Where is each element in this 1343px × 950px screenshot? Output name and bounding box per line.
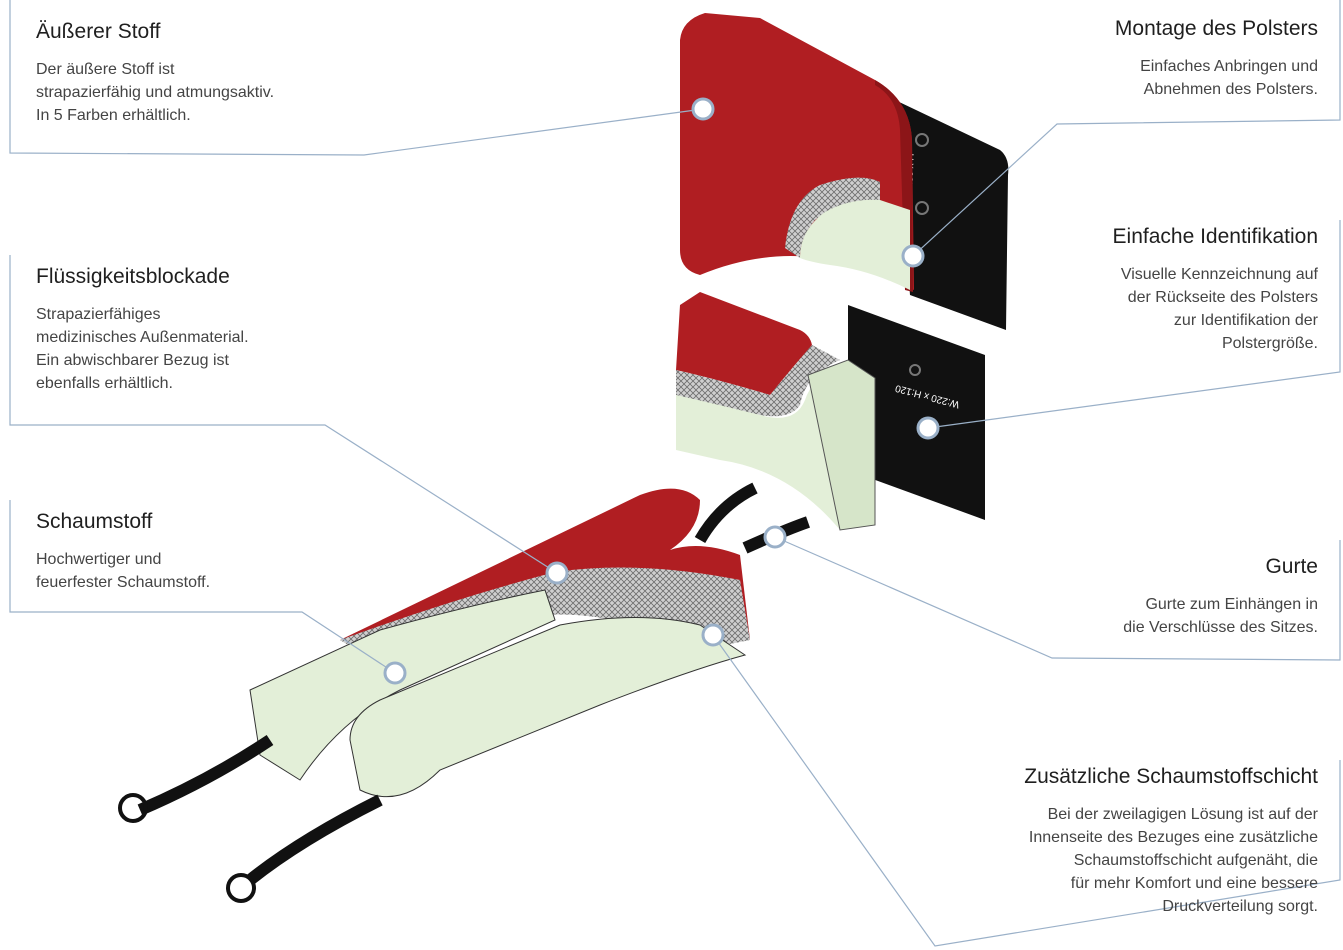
callout-title: Gurte xyxy=(1265,555,1318,578)
marker-foam xyxy=(383,661,407,685)
seat-strap-bottom xyxy=(246,794,383,885)
leader-liquid-block xyxy=(9,255,558,574)
snap-button-icon xyxy=(915,201,929,215)
callout-foam: Schaumstoff Hochwertiger und feuerfester… xyxy=(36,510,356,594)
seat-strap-top xyxy=(694,482,758,544)
callout-text: Der äußere Stoff ist strapazierfähig und… xyxy=(36,61,275,124)
back-plate xyxy=(895,100,1009,330)
strap-ring-icon xyxy=(118,793,148,823)
seat-foam-left xyxy=(249,589,556,781)
leader-extra-foam xyxy=(712,634,1341,947)
leader-mounting xyxy=(912,0,1341,257)
marker-extra-foam xyxy=(701,623,725,647)
head-plate xyxy=(848,305,985,520)
callout-text: Strapazierfähiges medizinisches Außenmat… xyxy=(36,306,249,392)
head-foam-front xyxy=(676,365,840,530)
seat-foam-right xyxy=(349,617,747,798)
back-mesh xyxy=(785,177,880,258)
callout-title: Flüssigkeitsblockade xyxy=(36,265,230,288)
seat-strap-bottom xyxy=(137,735,274,816)
head-cushion: W:220 x H:120 xyxy=(676,292,985,531)
callout-text: Hochwertiger und feuerfester Schaumstoff… xyxy=(36,551,211,591)
seat-cushion xyxy=(118,482,810,903)
marker-mounting xyxy=(901,244,925,268)
head-mesh xyxy=(676,345,840,417)
head-red-fabric xyxy=(676,292,812,395)
head-foam-side xyxy=(807,359,876,531)
callout-liquid-block: Flüssigkeitsblockade Strapazierfähiges m… xyxy=(36,265,356,395)
callout-straps: Gurte Gurte zum Einhängen in die Verschl… xyxy=(998,555,1318,639)
snap-button-icon xyxy=(915,133,929,147)
callout-text: Visuelle Kennzeichnung auf der Rückseite… xyxy=(1120,266,1318,352)
snap-button-icon xyxy=(909,364,921,376)
callout-title: Äußerer Stoff xyxy=(36,20,161,43)
callout-text: Bei der zweilagigen Lösung ist auf der I… xyxy=(1028,806,1318,915)
callout-text: Einfaches Anbringen und Abnehmen des Pol… xyxy=(1140,58,1318,98)
seat-red-fabric xyxy=(340,488,750,640)
callout-outer-fabric: Äußerer Stoff Der äußere Stoff ist strap… xyxy=(36,20,356,127)
strap-ring-icon xyxy=(226,873,256,903)
callout-identification: Einfache Identifikation Visuelle Kennzei… xyxy=(998,225,1318,355)
leader-straps xyxy=(774,536,1341,661)
callout-title: Einfache Identifikation xyxy=(1112,225,1318,248)
leader-identification xyxy=(927,220,1341,429)
marker-outer-fabric xyxy=(691,97,715,121)
callout-mounting: Montage des Polsters Einfaches Anbringen… xyxy=(998,17,1318,101)
callout-text: Gurte zum Einhängen in die Verschlüsse d… xyxy=(1123,596,1318,636)
callout-title: Schaumstoff xyxy=(36,510,153,533)
callout-extra-foam: Zusätzliche Schaumstoffschicht Bei der z… xyxy=(918,765,1318,918)
back-cushion: W:180 x H xyxy=(680,13,1009,330)
leader-outer-fabric xyxy=(9,0,704,156)
marker-identification xyxy=(916,416,940,440)
back-foam xyxy=(800,199,910,290)
leader-foam xyxy=(9,500,396,674)
marker-straps xyxy=(763,525,787,549)
callout-title: Montage des Polsters xyxy=(1114,17,1318,40)
callout-title: Zusätzliche Schaumstoffschicht xyxy=(1024,765,1318,788)
marker-liquid-block xyxy=(545,561,569,585)
